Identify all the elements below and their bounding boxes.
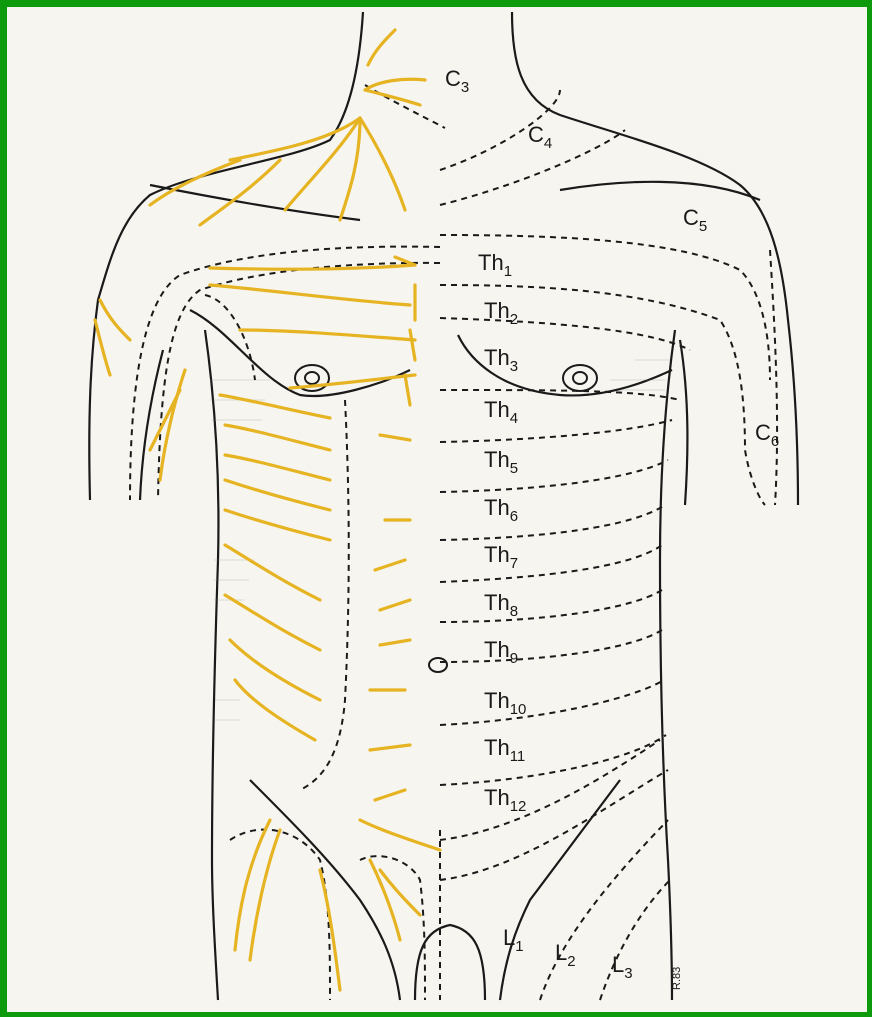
- label-c6: C6: [755, 420, 779, 450]
- right-arm-inner: [680, 340, 687, 505]
- th7-boundary: [440, 505, 665, 540]
- left-pectoral: [190, 310, 410, 396]
- diagram-sheet: C3 C4 C5 C6 Th1 Th2 Th3 Th4 Th5 Th6 Th7 …: [7, 7, 867, 1012]
- dermatome-labels: C3 C4 C5 C6 Th1 Th2 Th3 Th4 Th5 Th6 Th7 …: [445, 66, 779, 990]
- th3-boundary: [440, 318, 690, 350]
- label-th11: Th11: [484, 735, 525, 765]
- th2-left-boundary: [158, 263, 440, 500]
- body-outline: [89, 12, 798, 1000]
- label-th8: Th8: [484, 590, 518, 620]
- th9-boundary: [440, 590, 662, 622]
- th8-boundary: [440, 545, 662, 582]
- label-l3: L3: [612, 952, 633, 982]
- landmarks: [295, 365, 597, 672]
- l1-l2-boundary: [440, 740, 660, 840]
- dermatome-diagram: C3 C4 C5 C6 Th1 Th2 Th3 Th4 Th5 Th6 Th7 …: [7, 7, 867, 1012]
- l2-boundary: [540, 820, 668, 1000]
- label-c3: C3: [445, 66, 469, 96]
- l3-boundary: [600, 880, 670, 1000]
- navel: [429, 658, 447, 672]
- label-th6: Th6: [484, 495, 518, 525]
- th12-boundary: [440, 735, 666, 785]
- label-th5: Th5: [484, 447, 518, 477]
- label-l2: L2: [555, 940, 576, 970]
- right-nipple: [563, 365, 597, 391]
- left-clavicle: [150, 185, 360, 220]
- artist-signature: R.83: [671, 967, 683, 990]
- th1-left-boundary: [130, 247, 440, 500]
- left-torso-side: [205, 330, 218, 1000]
- nerve-branches: [95, 30, 440, 990]
- label-c4: C4: [528, 122, 552, 152]
- label-th7: Th7: [484, 542, 518, 572]
- right-torso-side: [660, 330, 675, 1000]
- label-th10: Th10: [484, 688, 526, 718]
- dermatome-boundaries: [130, 85, 777, 1000]
- th5-boundary: [440, 420, 672, 442]
- label-th1: Th1: [478, 250, 512, 280]
- l1-boundary: [440, 770, 668, 880]
- th11-boundary: [440, 680, 664, 725]
- label-th4: Th4: [484, 397, 518, 427]
- label-c5: C5: [683, 205, 707, 235]
- left-shoulder-contour: [205, 295, 255, 380]
- th10-boundary: [440, 630, 662, 662]
- c6-boundary: [770, 250, 777, 505]
- label-l1: L1: [503, 925, 524, 955]
- label-th9: Th9: [484, 637, 518, 667]
- right-clavicle: [560, 182, 760, 200]
- label-th12: Th12: [484, 785, 526, 815]
- left-groin-contour: [230, 830, 330, 1000]
- th6-boundary: [440, 460, 668, 492]
- label-th2: Th2: [484, 298, 518, 328]
